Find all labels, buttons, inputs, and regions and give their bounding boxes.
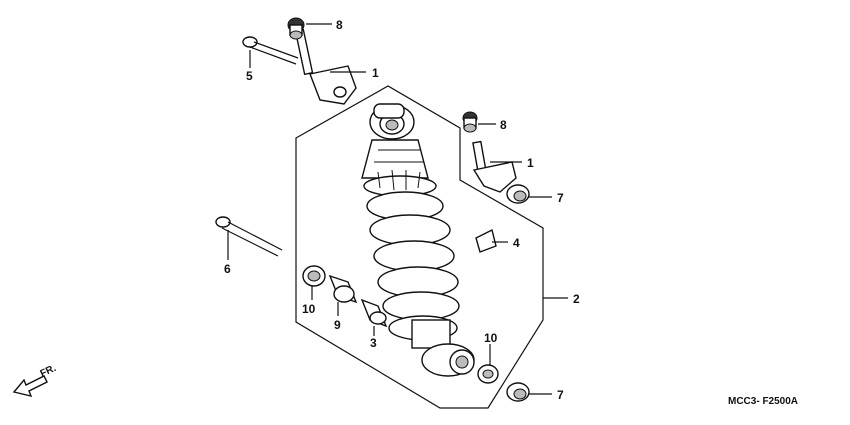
- collar-7-lower: [506, 382, 530, 402]
- collar-3: [360, 298, 388, 328]
- assembly-outline: [295, 85, 544, 409]
- callout-10-left: 10: [302, 302, 316, 316]
- shock-absorber: [361, 103, 475, 377]
- nut-upper: [287, 17, 305, 40]
- mount-bracket-lower: [472, 140, 517, 193]
- bearing-10-right: [477, 364, 499, 384]
- mount-bracket-upper: [294, 28, 357, 105]
- leader-lines: [227, 23, 568, 395]
- callout-9: 9: [334, 318, 341, 332]
- callout-10-right: 10: [484, 331, 498, 345]
- callout-5: 5: [246, 69, 253, 83]
- bolt-5: [242, 36, 299, 65]
- bearing-10-left: [302, 265, 326, 287]
- label-plate: [475, 228, 497, 253]
- nut-right: [462, 111, 478, 133]
- callout-1-upper: 1: [372, 66, 379, 80]
- collar-9: [328, 274, 358, 304]
- callout-2: 2: [573, 292, 580, 306]
- callout-8-right: 8: [500, 118, 507, 132]
- front-direction-arrow-icon: [12, 375, 48, 397]
- diagram-code: MCC3- F2500A: [728, 396, 798, 407]
- callout-4: 4: [513, 236, 520, 250]
- callout-3: 3: [370, 336, 377, 350]
- collar-7-upper: [506, 184, 530, 204]
- front-label: FR.: [39, 363, 58, 380]
- callout-8-upper: 8: [336, 18, 343, 32]
- callout-6: 6: [224, 262, 231, 276]
- coil-spring: [366, 191, 460, 341]
- callout-7-lower: 7: [557, 388, 564, 402]
- callout-1-right: 1: [527, 156, 534, 170]
- bolt-6: [215, 216, 283, 257]
- callout-7-upper: 7: [557, 191, 564, 205]
